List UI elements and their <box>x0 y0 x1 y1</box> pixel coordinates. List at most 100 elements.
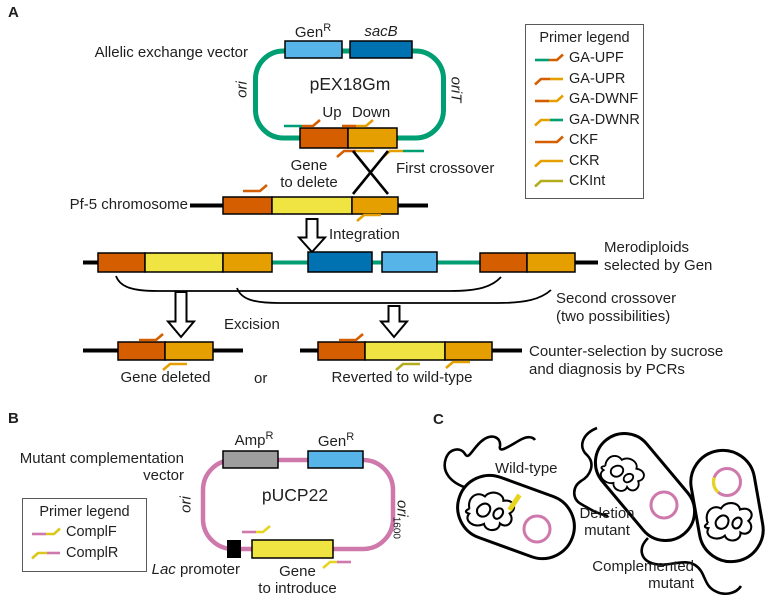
ori-label-pucp22: ori <box>177 496 195 513</box>
excision-arrow-left <box>165 291 197 339</box>
panel-b-label: B <box>8 410 19 427</box>
gene-to-delete-label: Gene to delete <box>280 157 338 191</box>
primer-ga-upf-head <box>302 119 321 128</box>
panel-c-label: C <box>433 411 444 428</box>
primer-ckf-reverted <box>339 333 364 342</box>
reverted-down-box <box>444 341 493 361</box>
down-flank-box-chromosome <box>351 196 399 215</box>
pucp22-name: pUCP22 <box>261 485 329 505</box>
or-label: or <box>254 370 268 387</box>
counter-selection-label: Counter-selection by sucrose and diagnos… <box>529 343 724 378</box>
primer-legend-a-title: Primer legend <box>539 30 630 46</box>
up-flank-box-plasmid <box>299 127 349 149</box>
complemented-mutant-flagellum <box>640 537 743 596</box>
primer-glyph-ga-dwnf <box>535 94 564 103</box>
genR-label-pucp22: GenR <box>317 431 355 450</box>
primer-glyph-complf <box>32 527 61 536</box>
first-crossover-x <box>351 150 390 195</box>
second-crossover-label: Second crossover (two possibilities) <box>556 290 677 325</box>
legend-label-ckf: CKF <box>569 132 598 149</box>
first-crossover-label: First crossover <box>396 160 495 177</box>
primer-ckf-chromosome <box>243 184 268 193</box>
legend-label-ga-upf: GA-UPF <box>569 50 624 67</box>
legend-item-ga-upr: GA-UPR <box>526 69 643 90</box>
legend-label-ga-dwnr: GA-DWNR <box>569 111 640 128</box>
deletion-mutant-flagellum <box>572 426 609 518</box>
mutant-complementation-vector-label: Mutant complementation vector <box>19 450 184 484</box>
down-flank-box-plasmid <box>347 127 398 149</box>
primer-ckr-reverted <box>445 360 470 369</box>
reverted-gene-box <box>364 341 446 361</box>
merodiploid-up-flank-right <box>479 252 528 273</box>
primer-ga-dwnf-head <box>356 119 374 128</box>
legend-item-ga-dwnf: GA-DWNF <box>526 89 643 110</box>
gene-deleted-label: Gene deleted <box>120 369 211 386</box>
reverted-up-box <box>317 341 366 361</box>
gene-deleted-up-box <box>117 341 166 361</box>
legend-item-ga-dwnr: GA-DWNR <box>526 110 643 131</box>
ampR-box <box>222 450 279 469</box>
deletion-mutant-plasmid-circle <box>649 490 679 520</box>
second-crossover-arc-2 <box>236 287 552 304</box>
deletion-mutant-label: Deletion mutant <box>579 505 635 539</box>
legend-item-ckr: CKR <box>526 151 643 172</box>
ampR-label: AmpR <box>234 430 274 449</box>
panel-a-label: A <box>8 4 19 21</box>
excision-arrow-right <box>378 305 410 339</box>
legend-item-complf: ComplF <box>23 522 146 543</box>
gene-to-delete-box <box>271 196 353 215</box>
up-label: Up <box>322 104 342 121</box>
primer-glyph-ckint <box>534 179 563 188</box>
gene-to-introduce-label: Gene to introduce <box>258 563 337 596</box>
primer-legend-b-title: Primer legend <box>39 504 130 520</box>
legend-item-ckint: CKInt <box>526 171 643 192</box>
ori1600-label: ori1600 <box>390 500 411 539</box>
oriT-label: oriT <box>447 76 465 103</box>
complemented-plasmid-gene-arc <box>711 476 720 494</box>
wild-type-gene-segment <box>507 493 522 512</box>
merodiploid-down-flank-left <box>222 252 273 273</box>
merodiploid-sacB-box <box>307 251 373 273</box>
genR-box-pucp22 <box>307 450 364 469</box>
primer-complr-head <box>322 560 337 569</box>
legend-item-ga-upf: GA-UPF <box>526 48 643 69</box>
merodiploid-genR-box <box>381 251 438 273</box>
excision-label: Excision <box>224 316 280 333</box>
primer-legend-b: Primer legend ComplF ComplR <box>22 498 147 572</box>
primer-glyph-ga-upr <box>534 77 563 86</box>
legend-label-ga-dwnf: GA-DWNF <box>569 91 639 108</box>
merodiploid-down-flank-right <box>526 252 576 273</box>
legend-item-complr: ComplR <box>23 543 146 564</box>
primer-glyph-ckf <box>535 135 564 144</box>
lac-promoter-box <box>227 540 241 558</box>
complemented-mutant-label: Complemented mutant <box>592 558 694 592</box>
primer-ga-upr-head <box>336 149 356 158</box>
pf5-chromosome-label: Pf-5 chromosome <box>69 196 188 213</box>
genR-box-pex18gm <box>284 40 343 59</box>
gene-deleted-down-box <box>164 341 214 361</box>
primer-glyph-ga-upf <box>535 53 564 62</box>
second-crossover-arc-1 <box>115 275 502 292</box>
primer-ckr-chromosome <box>356 213 381 222</box>
wild-type-cell <box>456 473 576 561</box>
wild-type-flagellum <box>443 435 537 490</box>
legend-label-ga-upr: GA-UPR <box>569 70 626 87</box>
merodiploid-gene-box <box>144 252 224 273</box>
down-label: Down <box>351 104 391 121</box>
complemented-mutant-cell <box>689 448 765 564</box>
wild-type-plasmid-circle <box>522 514 552 544</box>
lac-promoter-label: Lac promoter <box>151 561 240 578</box>
merodiploid-up-flank-left <box>97 252 146 273</box>
primer-glyph-ga-dwnr <box>534 118 563 127</box>
primer-ckint-reverted <box>395 362 420 371</box>
primer-glyph-complr <box>31 551 60 560</box>
allelic-exchange-vector-label: Allelic exchange vector <box>94 44 248 61</box>
genR-label-pex18gm: GenR <box>294 22 332 41</box>
pex18gm-name: pEX18Gm <box>309 74 391 94</box>
integration-label: Integration <box>329 226 400 243</box>
legend-label-complf: ComplF <box>66 524 117 541</box>
wild-type-label: Wild-type <box>495 460 558 477</box>
integration-arrow <box>296 218 328 254</box>
